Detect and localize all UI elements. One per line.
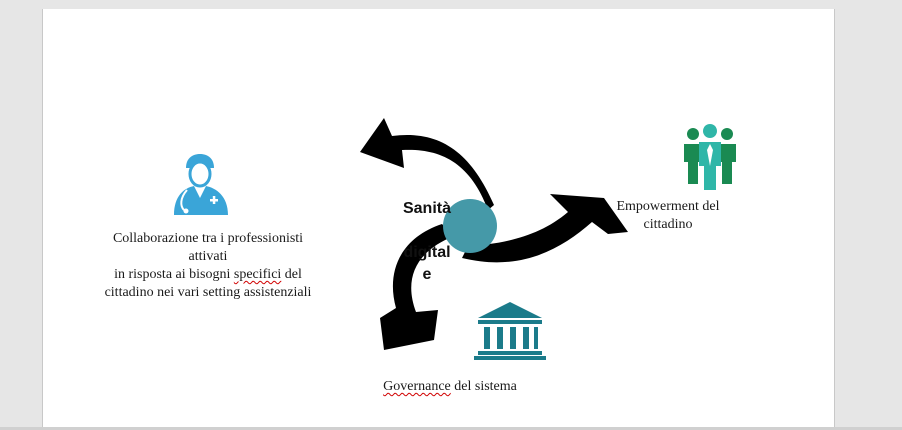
collab-line1: Collaborazione tra i professionisti [112,231,304,246]
center-title-line2: digital [403,244,451,261]
center-title-continued: digital e [392,242,462,286]
collab-line3-post: del [281,267,302,282]
empower-line1: Empowerment del [616,199,720,214]
doctor-icon [174,154,228,215]
arrow-down-left[interactable] [380,224,454,350]
arrow-up-left[interactable] [360,118,494,210]
empower-line2: cittadino [643,217,693,232]
document-page [42,9,835,430]
center-title-line3: e [422,266,432,283]
spellcheck-word[interactable]: specifici [233,267,282,282]
collab-line2: attivati [188,249,228,264]
center-circle [443,199,497,253]
governance-rest: del sistema [450,379,517,394]
status-bar [0,427,902,430]
governance-label: Governance del sistema [365,378,535,396]
empowerment-label: Empowerment del cittadino [597,198,739,234]
people-group-icon [684,124,736,190]
arrow-right[interactable] [462,194,628,263]
bank-building-icon [474,302,546,360]
collab-line4: cittadino nei vari setting assistenziali [104,285,312,300]
collaboration-label: Collaborazione tra i professionisti atti… [90,230,326,302]
center-title: Sanità [402,200,451,217]
collab-line3-pre: in risposta ai bisogni [114,267,234,282]
spellcheck-word-governance[interactable]: Governance [383,379,451,394]
